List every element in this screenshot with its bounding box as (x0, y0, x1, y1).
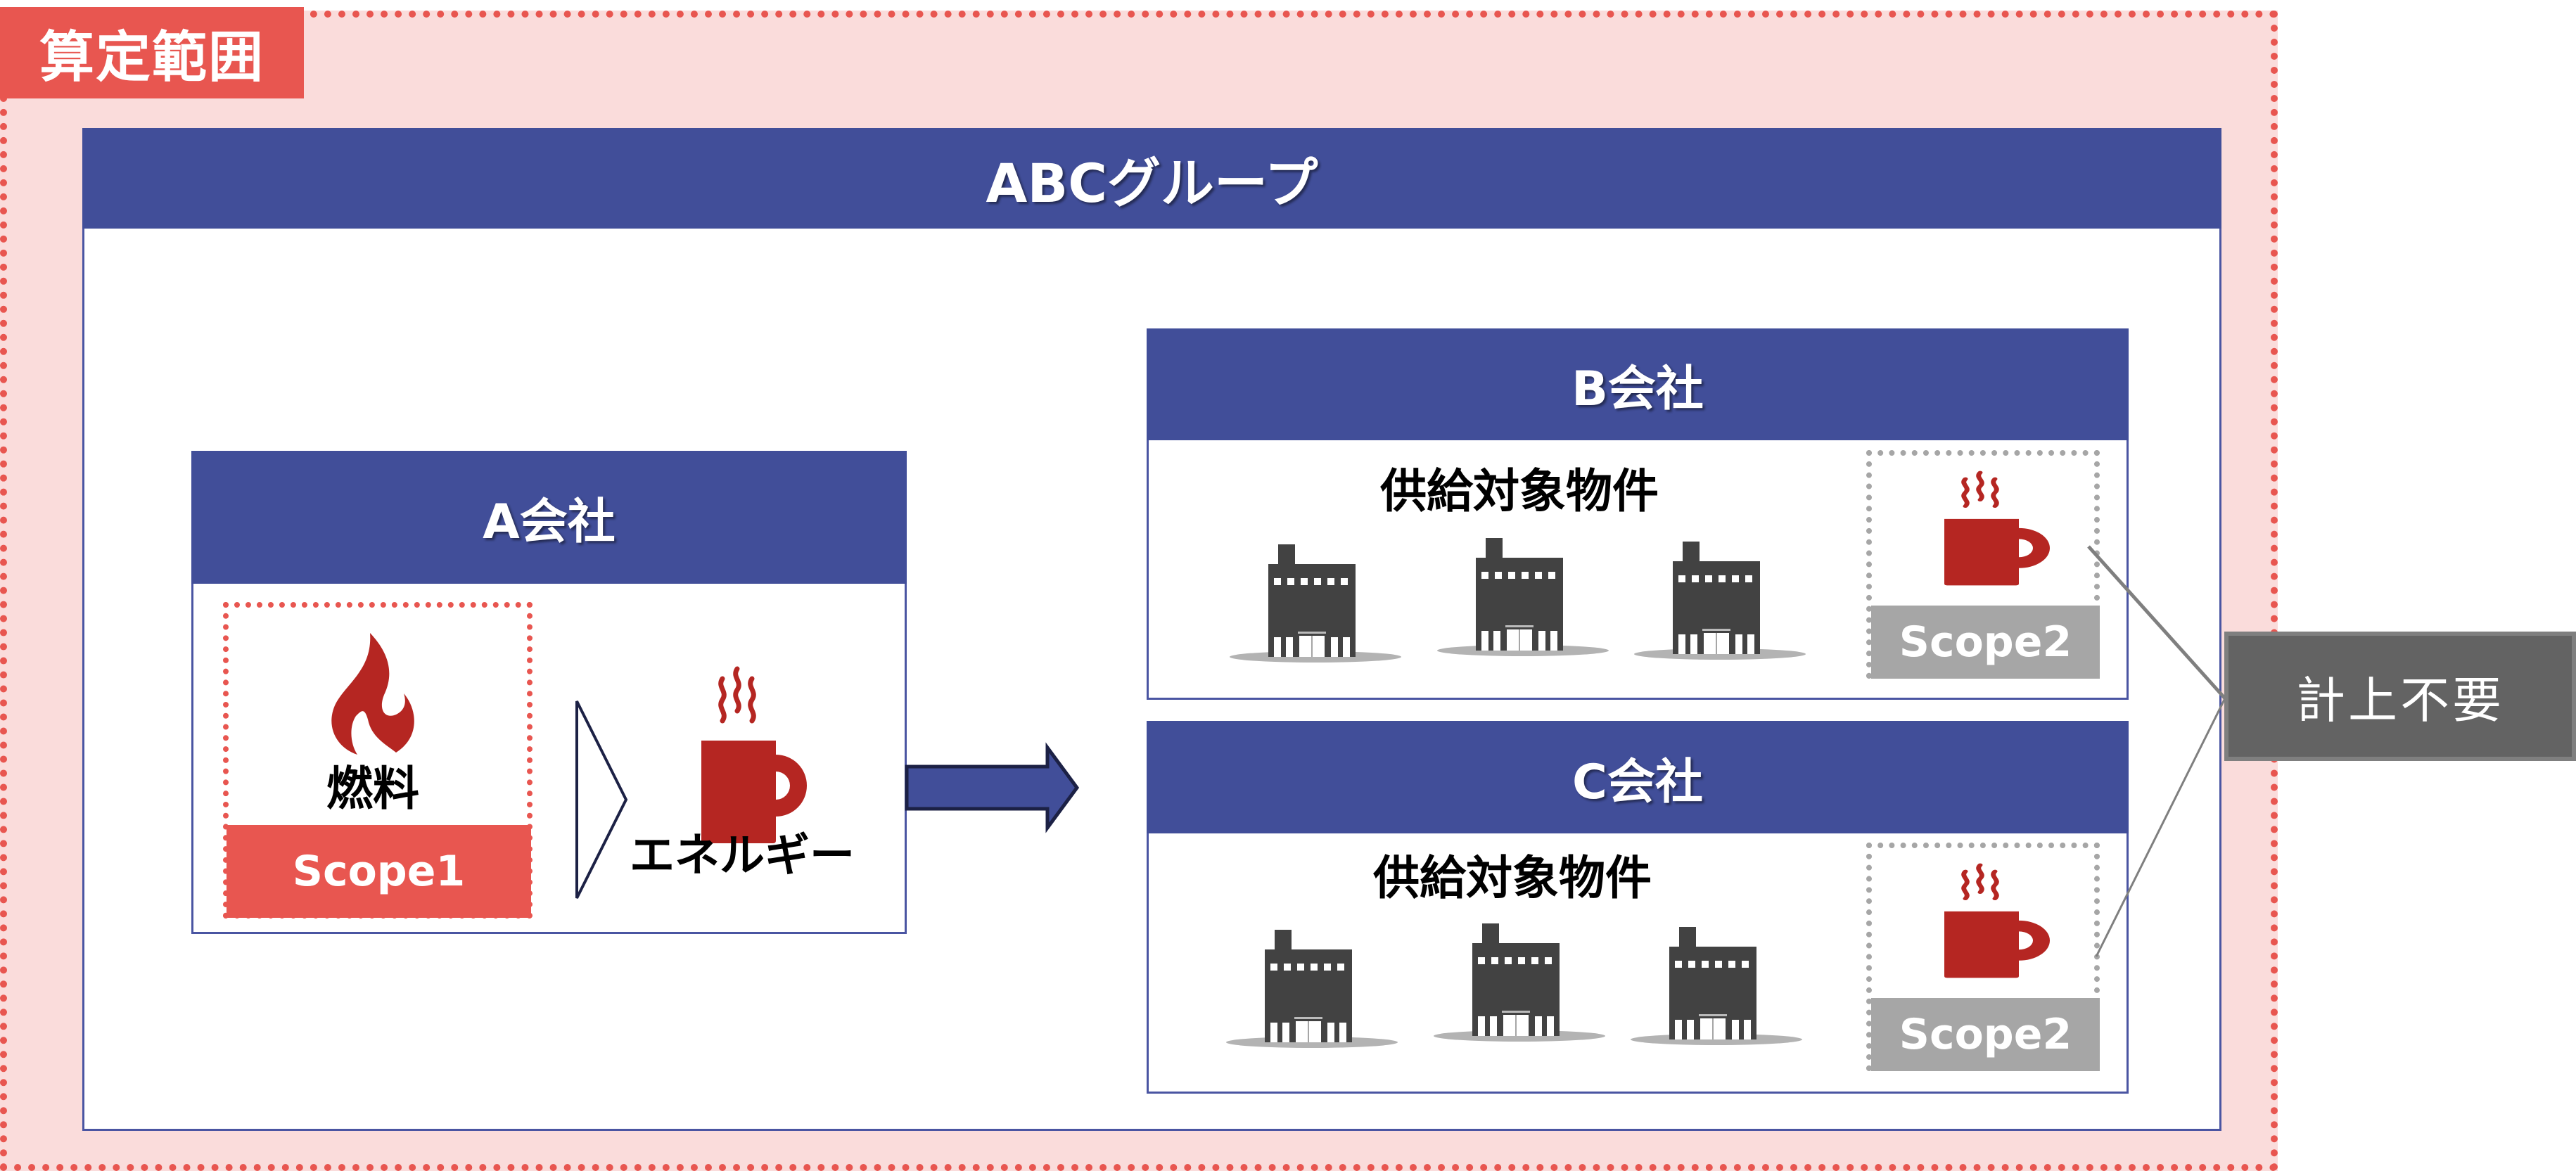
not-required-callout: 計上不要 (2224, 632, 2576, 761)
company-c-scope2-badge: Scope2 (1871, 998, 2100, 1071)
abc-group-title: ABCグループ (82, 128, 2221, 229)
building-icon (1631, 927, 1802, 1045)
energy-label: エネルギー (630, 830, 855, 882)
building-icon (1437, 538, 1609, 656)
scope1-badge: Scope1 (227, 825, 531, 918)
hot-mug-icon (701, 666, 807, 843)
company-b-title: B会社 (1147, 328, 2129, 440)
building-icon (1226, 930, 1398, 1048)
supply-arrow-icon (905, 742, 1080, 833)
building-icon (1230, 544, 1401, 663)
hot-mug-icon (1944, 863, 2050, 978)
hot-mug-icon (1944, 471, 2050, 586)
building-icon (1434, 923, 1605, 1042)
company-a-title: A会社 (191, 451, 907, 584)
company-b-properties-label: 供給対象物件 (1380, 464, 1659, 518)
company-b-buildings (1228, 538, 1825, 668)
fuel-label: 燃料 (326, 762, 419, 816)
fire-icon (331, 633, 414, 755)
calculation-scope-label: 算定範囲 (0, 7, 304, 98)
flow-chevron-icon (575, 700, 628, 899)
building-icon (1634, 542, 1806, 660)
company-c-title: C会社 (1147, 721, 2129, 833)
company-c-properties-label: 供給対象物件 (1373, 851, 1652, 905)
company-b-scope2-badge: Scope2 (1871, 606, 2100, 679)
company-c-buildings (1224, 923, 1822, 1054)
